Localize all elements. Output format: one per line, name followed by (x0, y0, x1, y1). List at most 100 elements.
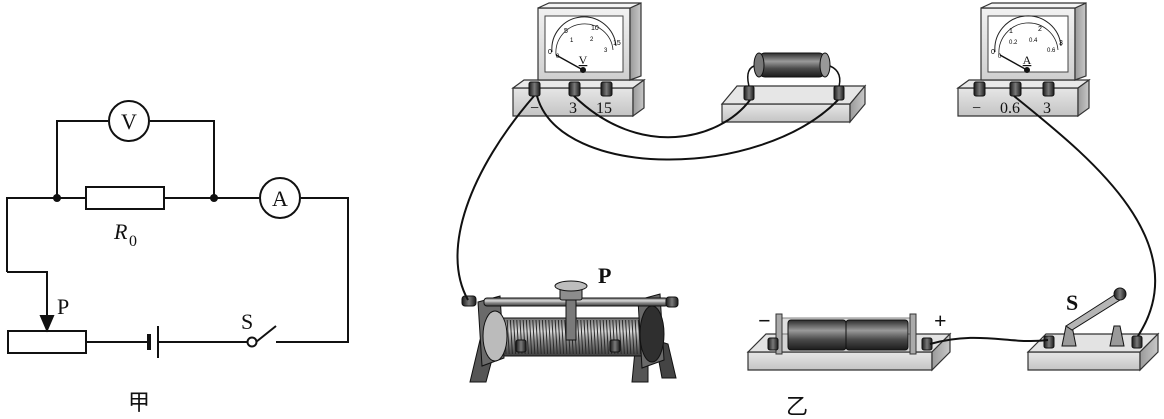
wire (56, 120, 108, 198)
switch-pivot (246, 336, 258, 348)
rheostat-terminal-b[interactable] (665, 296, 679, 308)
coil-winding (589, 319, 593, 355)
voltmeter-terminal-label-3: 3 (569, 100, 577, 117)
coil-winding (637, 319, 641, 355)
coil-winding (583, 319, 587, 355)
ammeter-scale-inner-0: 0 (998, 54, 1002, 60)
resistor-r0-apparatus (720, 52, 867, 124)
resistor-cap-left (753, 52, 765, 78)
resistor-label: R (113, 219, 128, 244)
ammeter-scale-outer-2: 2 (1038, 26, 1042, 33)
ammeter-case-side (1074, 2, 1087, 81)
wire-ammeter-to-switch (1013, 95, 1157, 337)
wire (150, 120, 215, 198)
switch-terminal-left[interactable] (1043, 335, 1055, 349)
battery-cell-2 (845, 319, 909, 351)
voltmeter-symbol (108, 100, 150, 142)
coil-winding (541, 319, 545, 355)
coil-winding (532, 319, 536, 355)
ammeter-terminal-label-0-6: 0.6 (1000, 100, 1020, 117)
voltmeter-scale-inner-0: 0 (556, 54, 560, 60)
ammeter-dial (987, 15, 1069, 73)
ammeter-symbol (259, 177, 301, 219)
schematic-diagram (6, 100, 349, 358)
voltmeter-scale-outer-2: 10 (591, 25, 599, 32)
coil-winding (557, 319, 561, 355)
rheostat-slider-cap[interactable] (554, 280, 588, 292)
resistor-cap-right (819, 52, 831, 78)
junction-dot (210, 194, 218, 202)
ammeter-terminal-minus[interactable] (973, 81, 986, 97)
coil-winding (548, 319, 552, 355)
switch-terminal-right[interactable] (1131, 335, 1143, 349)
ammeter-scale-inner-2: 0.4 (1029, 38, 1038, 44)
voltmeter-scale-outer-0: 0 (548, 49, 552, 56)
battery-minus-label: − (758, 308, 771, 333)
voltmeter-case-top (537, 2, 642, 9)
ammeter: 0 1 2 3 0 0.2 0.4 0.6 A − 0.6 3 (956, 2, 1091, 118)
voltmeter-terminal-label-15: 15 (596, 100, 612, 117)
coil-winding (628, 319, 632, 355)
rheostat-terminal-c[interactable] (515, 339, 527, 353)
coil-winding (618, 319, 622, 355)
coil-winding (602, 319, 606, 355)
coil-winding (561, 319, 565, 355)
coil-winding (621, 319, 625, 355)
switch-apparatus-label: S (1066, 290, 1078, 315)
rheostat-coil-windings (503, 319, 641, 355)
voltmeter: 0 5 10 15 0 1 2 3 V − 3 15 (511, 2, 646, 118)
resistor-subscript: 0 (129, 233, 137, 250)
voltmeter-scale-inner-2: 2 (590, 37, 594, 43)
voltmeter-scale-arc-inner (555, 23, 614, 56)
wire-battery-to-switch (929, 336, 1049, 345)
resistor-terminal-left[interactable] (743, 85, 755, 101)
wire-voltmeterminus-to-resistor (536, 95, 839, 161)
switch-base-side (1139, 332, 1159, 372)
battery-clip-left (775, 313, 783, 355)
wire (6, 197, 86, 272)
slider-label: P (57, 294, 69, 319)
battery-clip-right (909, 313, 917, 355)
ammeter-terminal-3[interactable] (1042, 81, 1055, 97)
coil-winding (599, 319, 603, 355)
ammeter-scale-inner-3: 0.6 (1047, 48, 1056, 54)
battery-terminal-minus[interactable] (767, 337, 779, 351)
coil-winding (535, 319, 539, 355)
coil-winding (625, 319, 629, 355)
battery-plus-label: + (934, 308, 947, 333)
battery-base-front (747, 351, 933, 371)
voltmeter-terminal-label-minus: − (530, 100, 539, 117)
ammeter-scale-arc-inner (998, 22, 1059, 56)
voltmeter-scale-outer-3: 15 (613, 40, 621, 47)
resistor-terminal-right[interactable] (833, 85, 845, 101)
battery-pack: − + (746, 308, 952, 372)
rheostat-end-disc (482, 310, 508, 362)
rheostat-terminal-d[interactable] (609, 339, 621, 353)
voltmeter-base-side (632, 78, 645, 118)
switch-handle[interactable] (1113, 287, 1127, 301)
coil-winding (509, 319, 513, 355)
rheostat-terminal-a[interactable] (461, 295, 477, 307)
ammeter-needle-pivot (1024, 67, 1030, 73)
battery-cell-1 (787, 319, 847, 351)
rheostat-end-disc (639, 305, 665, 363)
voltmeter-terminal-minus[interactable] (528, 81, 541, 97)
knife-switch: S (1026, 287, 1160, 372)
coil-winding (577, 319, 581, 355)
switch-contact-post (1109, 325, 1125, 347)
ammeter-terminal-0-6[interactable] (1009, 81, 1022, 97)
resistor-base-side (849, 84, 866, 124)
voltmeter-terminal-15[interactable] (600, 81, 613, 97)
voltmeter-terminal-3[interactable] (568, 81, 581, 97)
junction-dot (53, 194, 61, 202)
resistor-cylinder (758, 52, 826, 78)
voltmeter-scale-inner-1: 1 (570, 38, 574, 44)
coil-winding (586, 319, 590, 355)
coil-winding (506, 319, 510, 355)
voltmeter-symbol-label: V (121, 109, 137, 134)
wire-voltmeter3-to-resistor (573, 95, 751, 139)
coil-winding (580, 319, 584, 355)
voltmeter-scale-inner-3: 3 (604, 48, 608, 54)
coil-winding (551, 319, 555, 355)
coil-winding (525, 319, 529, 355)
